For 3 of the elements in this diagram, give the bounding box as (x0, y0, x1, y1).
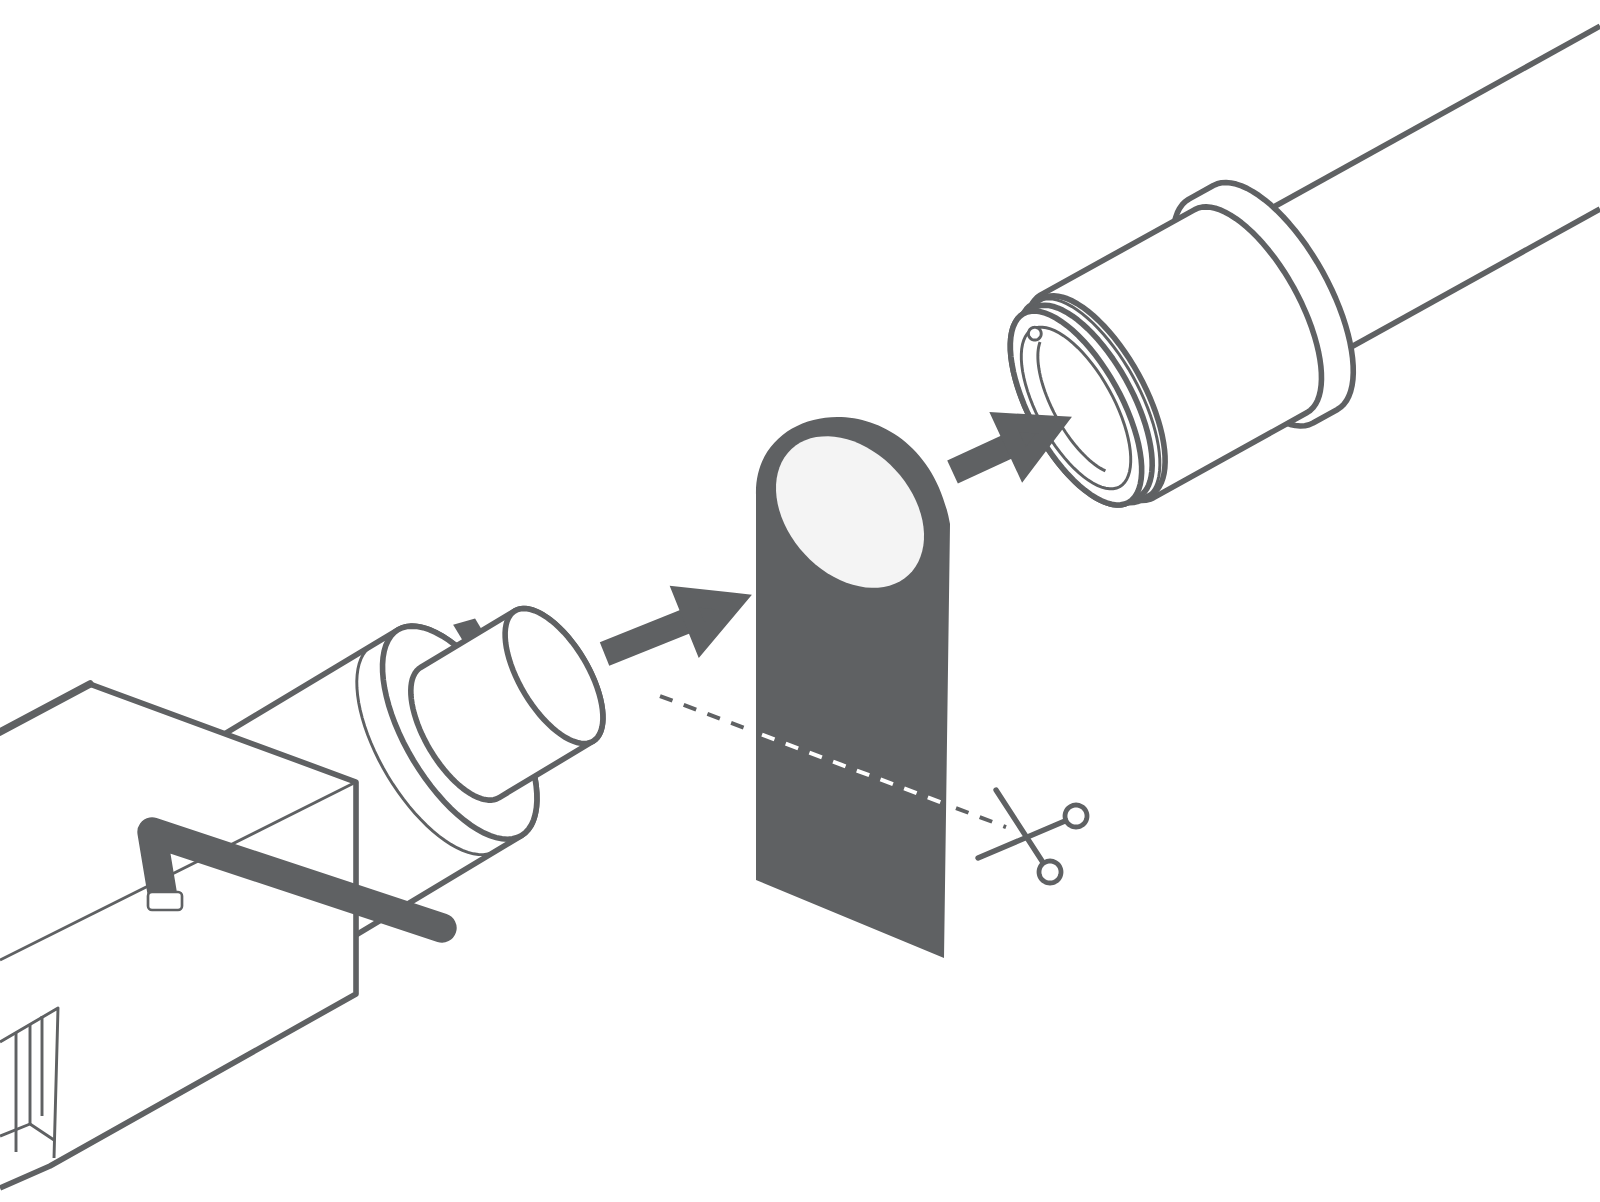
hole-tag (756, 417, 950, 958)
connector-plug (0, 605, 606, 1191)
tube-fitting (1007, 23, 1600, 508)
